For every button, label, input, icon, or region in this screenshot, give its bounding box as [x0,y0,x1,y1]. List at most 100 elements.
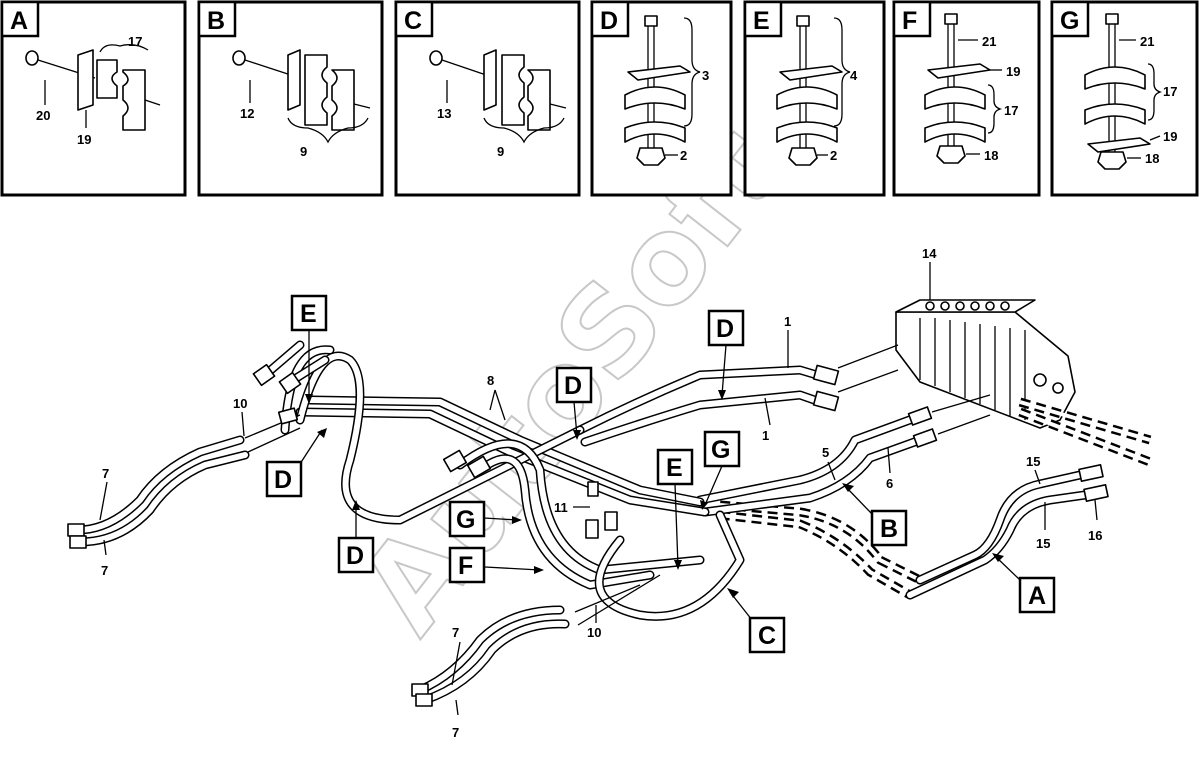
part-number-19: 19 [77,132,91,147]
clamp-half [527,69,551,131]
clamp-half [304,54,328,126]
part-number-19: 19 [1006,64,1020,79]
clamp-half [624,121,686,143]
svg-text:G: G [711,436,730,464]
detail-c: C 13 9 [394,0,581,197]
label-15: 15 [1036,536,1050,551]
detail-letter-e: E [753,7,770,35]
clamp-half [776,86,838,110]
part-number-2: 2 [680,148,687,163]
clamp-half [96,59,118,99]
label-7: 7 [102,466,109,481]
main-assembly: 14 [67,246,1152,740]
detail-letter-f: F [902,7,917,35]
part-number-17: 17 [1004,103,1018,118]
callout-g: G [448,500,486,538]
nut [1097,151,1127,170]
label-7: 7 [452,625,459,640]
nut [636,147,666,166]
callout-c: C [748,616,786,654]
svg-text:D: D [346,542,364,570]
part-number-21: 21 [982,34,996,49]
label-10: 10 [587,625,601,640]
part-number-19: 19 [1163,129,1177,144]
nut [936,145,966,164]
label-1: 1 [784,314,791,329]
svg-text:D: D [274,466,292,494]
clamp-half [1084,66,1146,90]
clamp-half [331,69,355,131]
bolt-head [644,15,658,27]
callout-d: D [707,309,745,347]
detail-d: D 3 2 [590,0,733,197]
cover-plate [287,49,301,111]
washer-plate [1087,137,1151,153]
clamp-half [776,121,838,143]
callout-d: D [555,366,593,404]
detail-g: G 21 17 19 18 [1050,0,1199,197]
svg-text:E: E [666,454,683,482]
part-number-17: 17 [1163,84,1177,99]
bolt-head [25,50,39,66]
nut [788,147,818,166]
detail-f: F 21 19 17 18 [892,0,1041,197]
part-number-17: 17 [128,34,142,49]
label-14: 14 [922,246,937,261]
label-8: 8 [487,373,494,388]
detail-a: A 17 20 19 [0,0,187,197]
cover-plate [483,49,497,111]
cover-plate [779,65,843,81]
label-7: 7 [101,563,108,578]
label-16: 16 [1088,528,1102,543]
clamp-half [122,69,146,131]
detail-letter-d: D [600,7,618,35]
svg-text:D: D [716,315,734,343]
callout-e: E [656,448,694,486]
label-15: 15 [1026,454,1040,469]
part-number-9: 9 [497,144,504,159]
part-number-3: 3 [702,68,709,83]
label-10: 10 [233,396,247,411]
callout-d: D [265,460,303,498]
cover-plate [77,49,94,111]
part-number-21: 21 [1140,34,1154,49]
label-1: 1 [762,428,769,443]
callout-e: E [290,294,328,332]
svg-text:B: B [880,515,898,543]
callout-f: F [448,546,486,584]
callout-g: G [703,430,741,468]
part-number-2: 2 [830,148,837,163]
part-number-20: 20 [36,108,50,123]
bolt-head [232,50,246,66]
callout-b: B [870,509,908,547]
part-number-12: 12 [240,106,254,121]
label-5: 5 [822,445,829,460]
svg-text:C: C [758,622,776,650]
detail-letter-g: G [1060,7,1079,35]
clamp-half [924,86,986,110]
part-number-13: 13 [437,106,451,121]
cover-plate [627,65,691,81]
detail-letter-c: C [404,7,422,35]
control-valve-block: 14 [895,246,1076,429]
part-number-18: 18 [984,148,998,163]
svg-text:A: A [1028,582,1046,610]
part-number-4: 4 [850,68,858,83]
label-6: 6 [886,476,893,491]
svg-text:F: F [458,552,473,580]
bolt-head [429,50,443,66]
svg-text:D: D [564,372,582,400]
label-11: 11 [554,500,568,515]
detail-e: E 4 2 [743,0,886,197]
clamp-half [1084,103,1146,125]
label-7: 7 [452,725,459,740]
detail-letter-a: A [10,7,28,35]
part-number-9: 9 [300,144,307,159]
part-number-18: 18 [1145,151,1159,166]
detail-letter-b: B [207,7,225,35]
svg-text:G: G [456,506,475,534]
clamp-half [924,121,986,143]
clamp-half [501,54,525,126]
detail-b: B 12 9 [197,0,384,197]
